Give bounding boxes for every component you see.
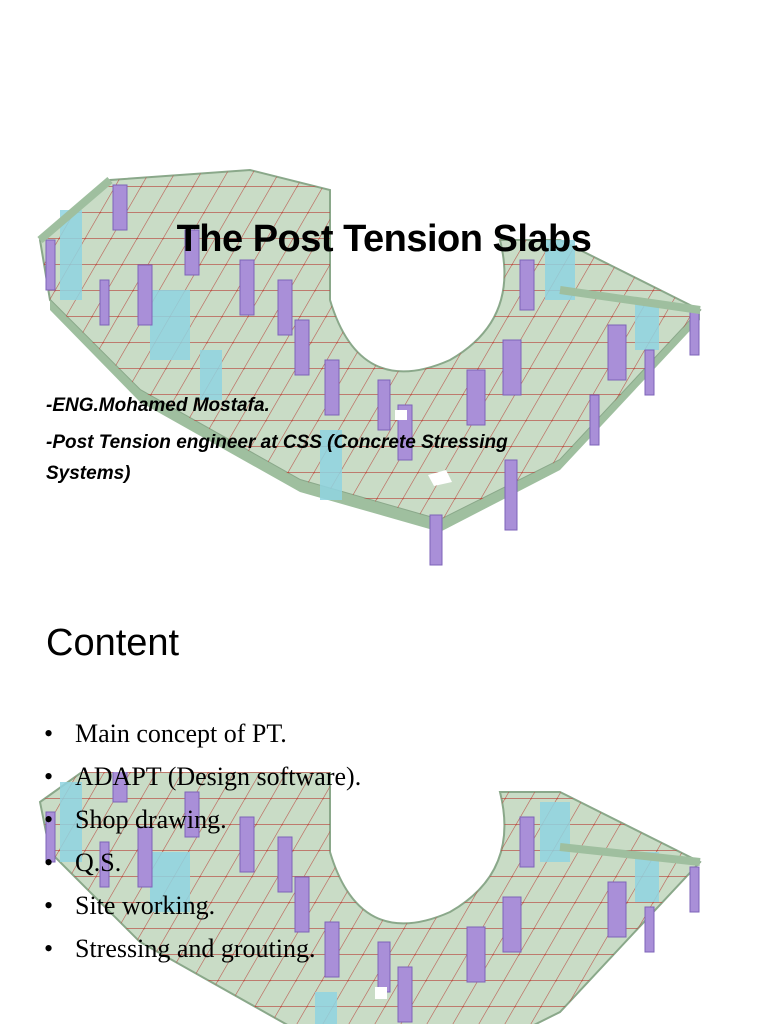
content-heading: Content [46, 622, 180, 664]
list-item: •Site working. [44, 884, 361, 927]
slide-title: The Post Tension Slabs [176, 218, 592, 260]
author-role-line-2: Systems) [46, 463, 131, 484]
list-item: •ADAPT (Design software). [44, 755, 361, 798]
title-slide: The Post Tension Slabs -ENG.Mohamed Most… [37, 168, 702, 566]
list-item: •Main concept of PT. [44, 712, 361, 755]
post-tension-slab-model-image [38, 772, 702, 1024]
list-item: •Q.S. [44, 841, 361, 884]
author-name: -ENG.Mohamed Mostafa. [46, 395, 270, 416]
bullet-icon: • [44, 719, 54, 748]
bullet-icon: • [44, 762, 54, 791]
author-role-line-1: -Post Tension engineer at CSS (Concrete … [46, 432, 508, 453]
content-list: •Main concept of PT. •ADAPT (Design soft… [44, 712, 361, 970]
author-role: -Post Tension engineer at CSS (Concrete … [46, 427, 686, 489]
list-item: •Stressing and grouting. [44, 927, 361, 970]
list-item: •Shop drawing. [44, 798, 361, 841]
bullet-icon: • [44, 891, 54, 920]
post-tension-slab-model-image [37, 168, 702, 566]
bullet-icon: • [44, 934, 54, 963]
bullet-icon: • [44, 805, 54, 834]
bullet-icon: • [44, 848, 54, 877]
content-slide: Content •Main concept of PT. •ADAPT (Des… [0, 576, 768, 1024]
